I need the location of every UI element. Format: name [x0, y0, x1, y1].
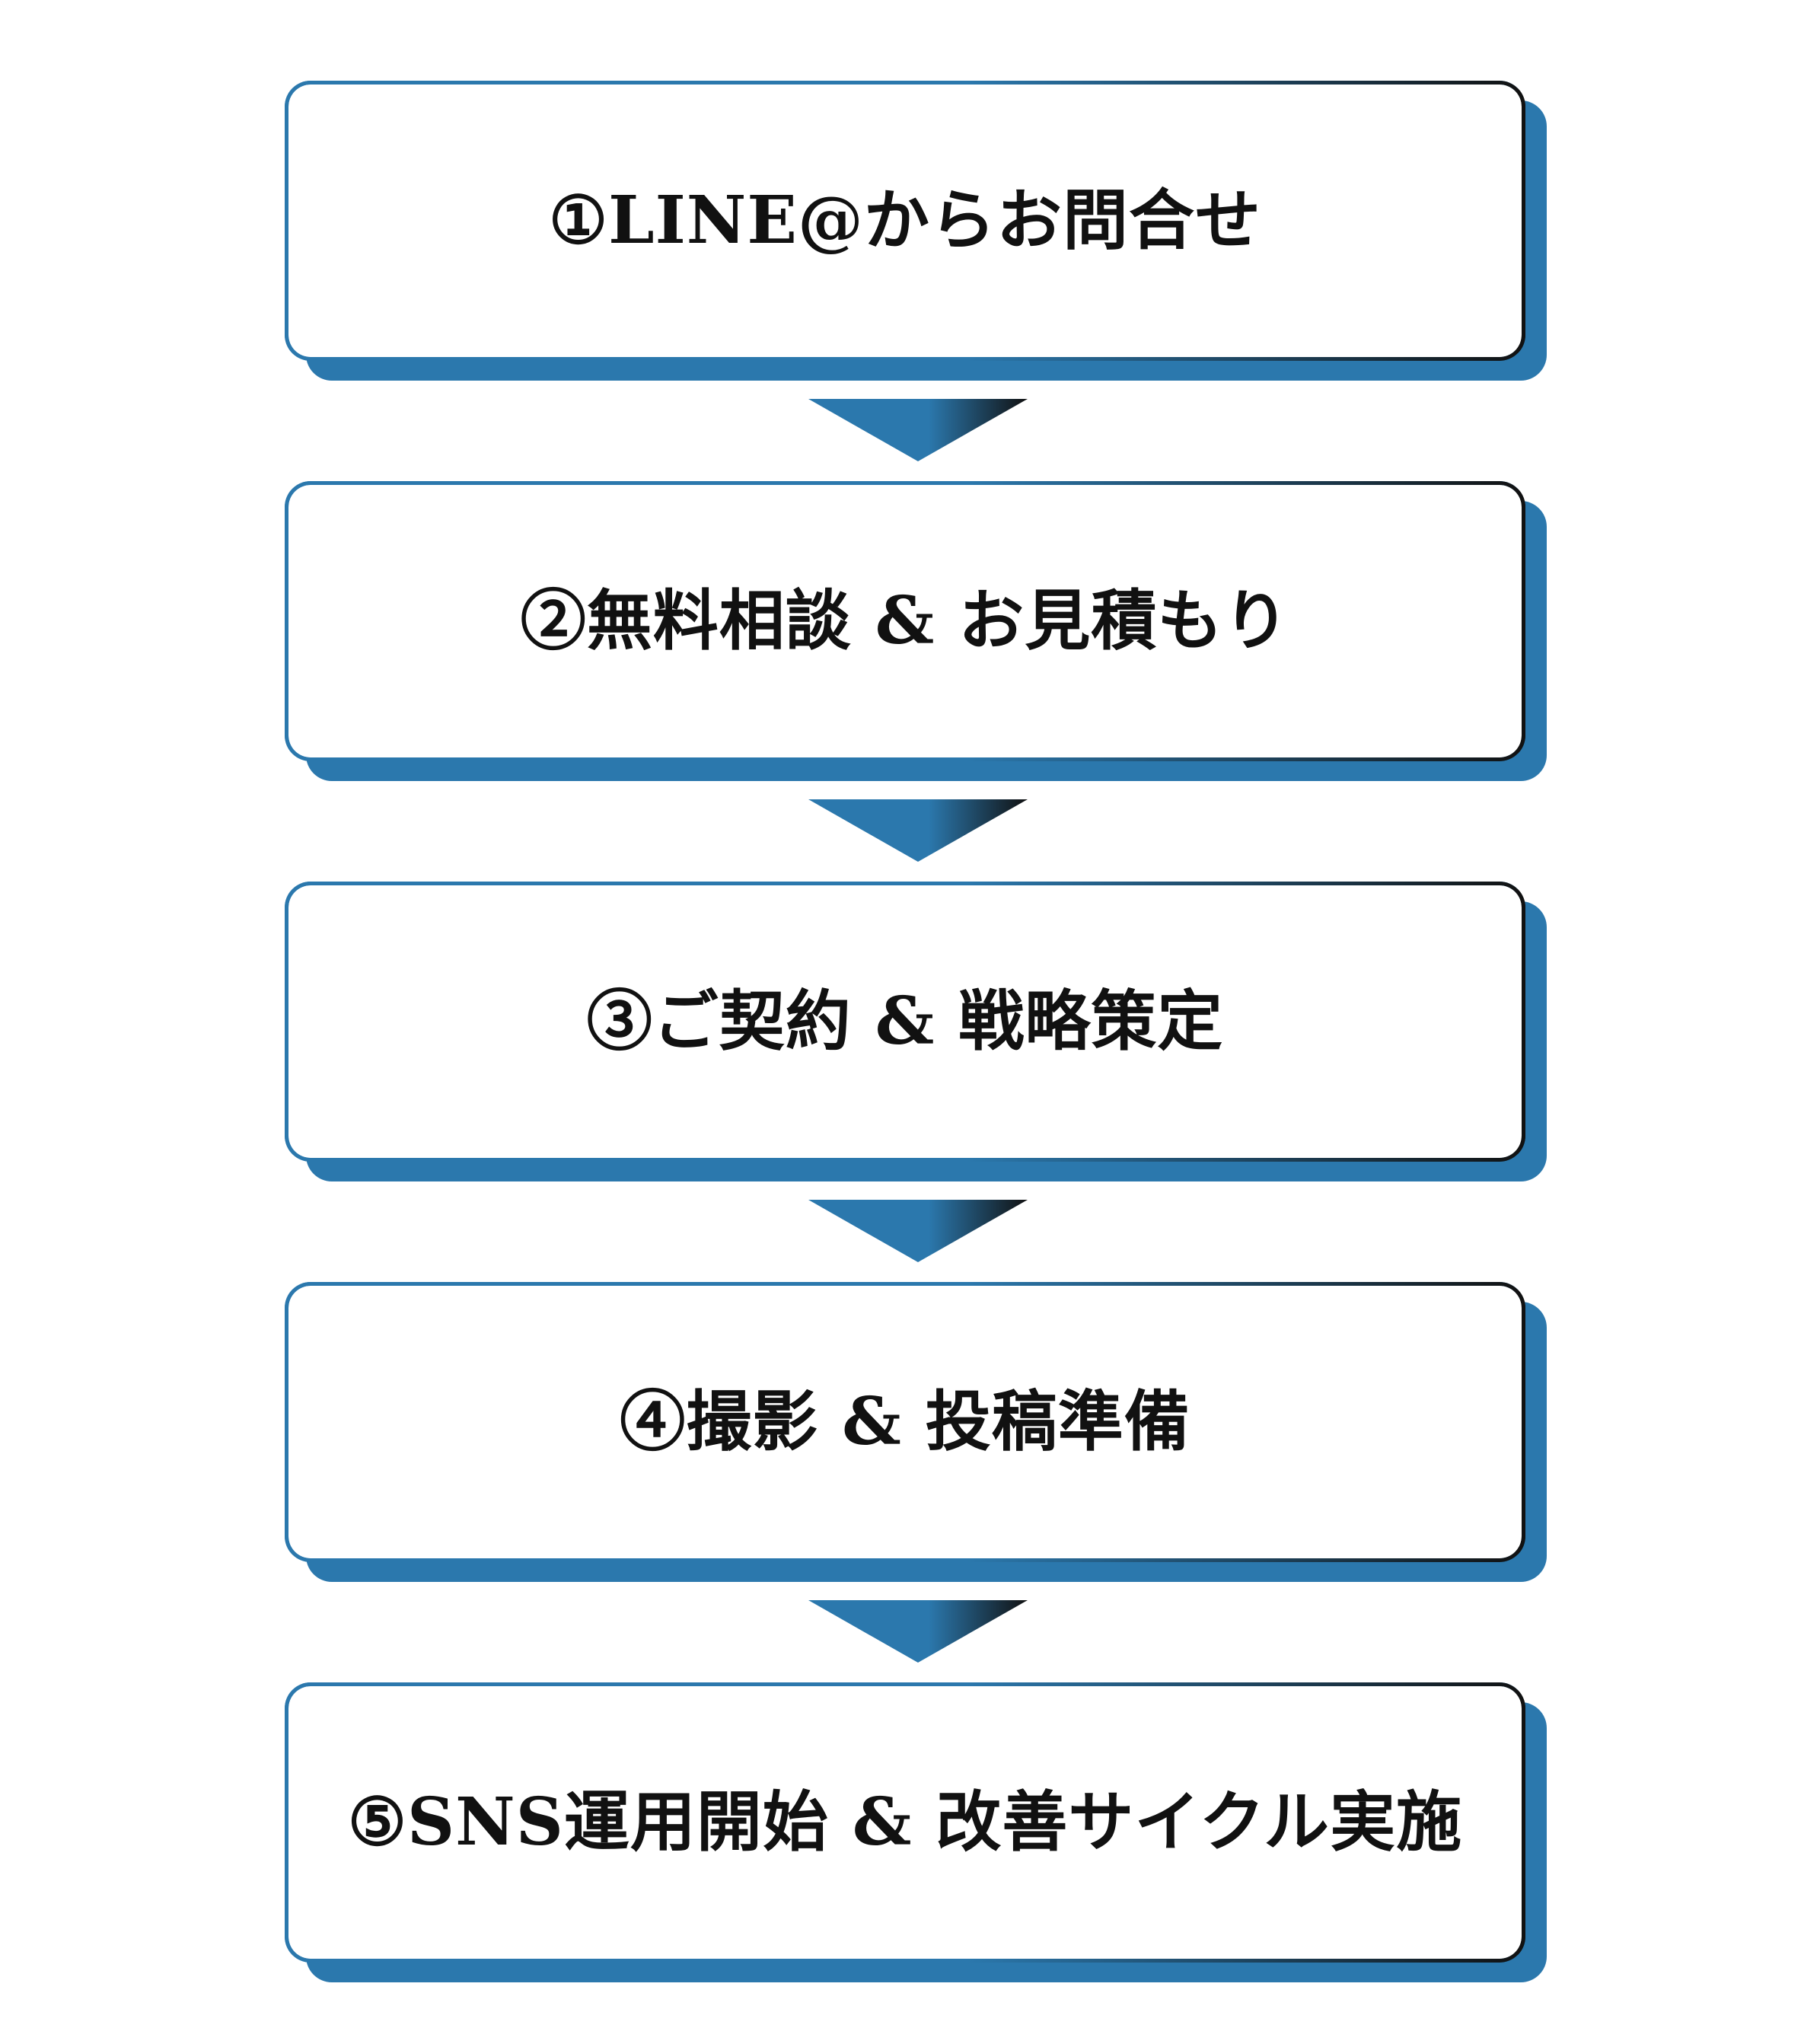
- step-5: ⑤SNS運用開始 & 改善サイクル実施: [285, 1682, 1547, 1982]
- step-3: ③ご契約 & 戦略策定: [285, 882, 1547, 1181]
- step-1: ①LINE@からお問合せ: [285, 81, 1547, 381]
- step-4-label: ④撮影 & 投稿準備: [620, 1383, 1190, 1460]
- down-arrow-icon-4: [808, 1600, 1028, 1663]
- step-4-box: ④撮影 & 投稿準備: [285, 1282, 1525, 1562]
- step-3-box: ③ご契約 & 戦略策定: [285, 882, 1525, 1162]
- down-arrow-icon-1: [808, 399, 1028, 461]
- step-1-label: ①LINE@からお問合せ: [549, 182, 1261, 259]
- down-arrow-icon-3: [808, 1200, 1028, 1262]
- down-arrow-icon-2: [808, 799, 1028, 862]
- step-5-box: ⑤SNS運用開始 & 改善サイクル実施: [285, 1682, 1525, 1963]
- step-3-label: ③ご契約 & 戦略策定: [586, 983, 1224, 1060]
- step-1-box: ①LINE@からお問合せ: [285, 81, 1525, 361]
- step-4: ④撮影 & 投稿準備: [285, 1282, 1547, 1582]
- step-2-label: ②無料相談 & お見積もり: [520, 582, 1290, 659]
- step-2: ②無料相談 & お見積もり: [285, 481, 1547, 781]
- step-5-label: ⑤SNS運用開始 & 改善サイクル実施: [347, 1784, 1463, 1861]
- step-2-box: ②無料相談 & お見積もり: [285, 481, 1525, 761]
